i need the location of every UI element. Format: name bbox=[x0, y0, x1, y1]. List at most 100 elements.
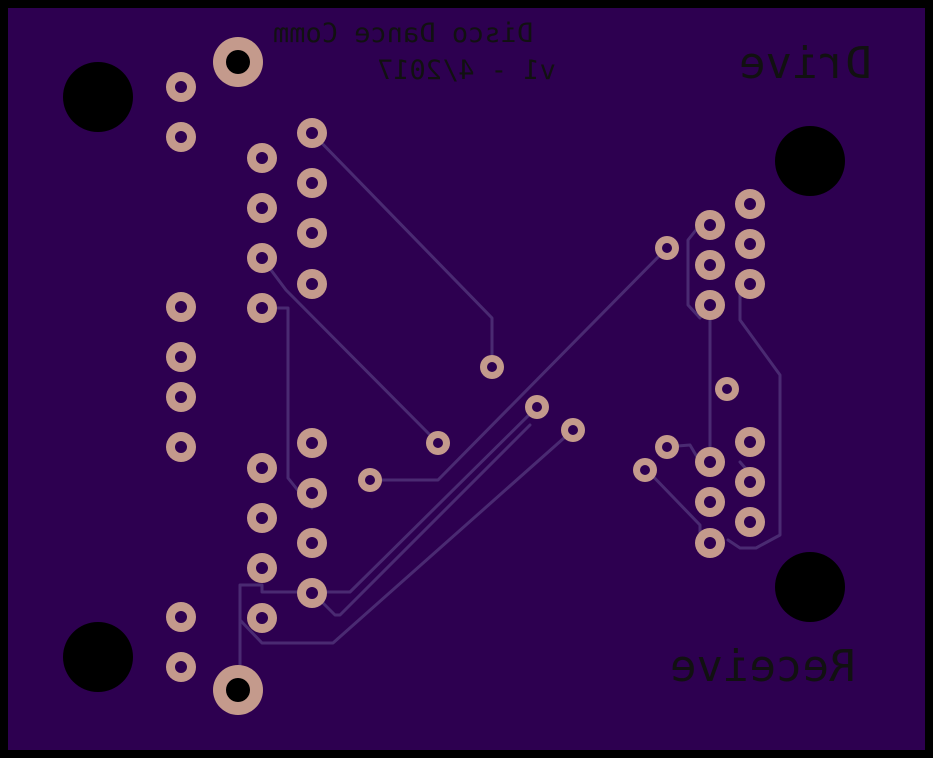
project-name-label: Disco Dance Comm bbox=[273, 18, 533, 49]
through-hole-pad bbox=[166, 72, 196, 102]
via bbox=[525, 395, 549, 419]
through-hole-pad bbox=[695, 210, 725, 240]
through-hole-pad bbox=[695, 487, 725, 517]
pad-drill bbox=[704, 537, 716, 549]
pad-layer bbox=[166, 37, 765, 715]
pad-drill bbox=[306, 227, 318, 239]
pad-drill bbox=[744, 476, 756, 488]
through-hole-pad bbox=[247, 143, 277, 173]
through-hole-pad bbox=[213, 37, 263, 87]
pad-drill bbox=[256, 152, 268, 164]
pad-drill bbox=[306, 278, 318, 290]
through-hole-pad bbox=[695, 447, 725, 477]
version-date-label: v1 - 4/2017 bbox=[377, 55, 556, 86]
through-hole-pad bbox=[166, 382, 196, 412]
pad-drill bbox=[662, 442, 672, 452]
pad-drill bbox=[175, 661, 187, 673]
through-hole-pad bbox=[247, 243, 277, 273]
pad-drill bbox=[722, 384, 732, 394]
pad-drill bbox=[704, 456, 716, 468]
pad-drill bbox=[487, 362, 497, 372]
via bbox=[426, 431, 450, 455]
pad-drill bbox=[704, 299, 716, 311]
pad-drill bbox=[306, 587, 318, 599]
pad-drill bbox=[175, 81, 187, 93]
through-hole-pad bbox=[247, 453, 277, 483]
via bbox=[633, 458, 657, 482]
through-hole-pad bbox=[166, 342, 196, 372]
through-hole-pad bbox=[297, 478, 327, 508]
pad-drill bbox=[306, 487, 318, 499]
pad-drill bbox=[256, 512, 268, 524]
through-hole-pad bbox=[695, 528, 725, 558]
pad-drill bbox=[175, 441, 187, 453]
via bbox=[561, 418, 585, 442]
copper-trace bbox=[726, 282, 782, 550]
through-hole-pad bbox=[213, 665, 263, 715]
pad-drill bbox=[662, 243, 672, 253]
pad-drill bbox=[744, 198, 756, 210]
through-hole-pad bbox=[247, 293, 277, 323]
through-hole-pad bbox=[166, 122, 196, 152]
pad-drill bbox=[175, 351, 187, 363]
via bbox=[655, 236, 679, 260]
through-hole-pad bbox=[297, 528, 327, 558]
pad-drill bbox=[175, 611, 187, 623]
via bbox=[655, 435, 679, 459]
via bbox=[480, 355, 504, 379]
pad-drill bbox=[640, 465, 650, 475]
pad-drill bbox=[433, 438, 443, 448]
pad-drill bbox=[568, 425, 578, 435]
pad-drill bbox=[306, 177, 318, 189]
receive-label: Receive bbox=[670, 641, 855, 692]
through-hole-pad bbox=[297, 428, 327, 458]
pad-drill bbox=[256, 462, 268, 474]
through-hole-pad bbox=[735, 507, 765, 537]
through-hole-pad bbox=[247, 193, 277, 223]
through-hole-pad bbox=[297, 269, 327, 299]
via bbox=[358, 468, 382, 492]
through-hole-pad bbox=[695, 250, 725, 280]
pad-drill bbox=[306, 537, 318, 549]
mounting-hole-layer bbox=[63, 62, 845, 692]
through-hole-pad bbox=[735, 269, 765, 299]
through-hole-pad bbox=[166, 292, 196, 322]
copper-trace bbox=[238, 405, 539, 692]
copper-trace bbox=[310, 131, 494, 369]
through-hole-pad bbox=[297, 578, 327, 608]
pad-drill bbox=[704, 496, 716, 508]
pad-drill bbox=[365, 475, 375, 485]
through-hole-pad bbox=[166, 602, 196, 632]
through-hole-pad bbox=[735, 427, 765, 457]
pad-drill bbox=[744, 436, 756, 448]
through-hole-pad bbox=[735, 189, 765, 219]
pad-drill bbox=[256, 302, 268, 314]
through-hole-pad bbox=[735, 229, 765, 259]
mounting-hole bbox=[775, 126, 845, 196]
through-hole-pad bbox=[247, 503, 277, 533]
pad-drill bbox=[226, 678, 250, 702]
pad-drill bbox=[532, 402, 542, 412]
through-hole-pad bbox=[695, 290, 725, 320]
through-hole-pad bbox=[166, 432, 196, 462]
pad-drill bbox=[226, 50, 250, 74]
solder-mask-area bbox=[8, 8, 925, 750]
pad-drill bbox=[256, 202, 268, 214]
pad-drill bbox=[256, 252, 268, 264]
pad-drill bbox=[704, 259, 716, 271]
mounting-hole bbox=[63, 622, 133, 692]
through-hole-pad bbox=[735, 467, 765, 497]
pad-drill bbox=[175, 301, 187, 313]
pad-drill bbox=[704, 219, 716, 231]
through-hole-pad bbox=[247, 603, 277, 633]
pad-drill bbox=[744, 238, 756, 250]
pad-drill bbox=[256, 562, 268, 574]
through-hole-pad bbox=[297, 168, 327, 198]
pad-drill bbox=[306, 437, 318, 449]
pad-drill bbox=[744, 516, 756, 528]
through-hole-pad bbox=[166, 652, 196, 682]
via bbox=[715, 377, 739, 401]
drive-label: Drive bbox=[739, 38, 871, 89]
pad-drill bbox=[175, 131, 187, 143]
